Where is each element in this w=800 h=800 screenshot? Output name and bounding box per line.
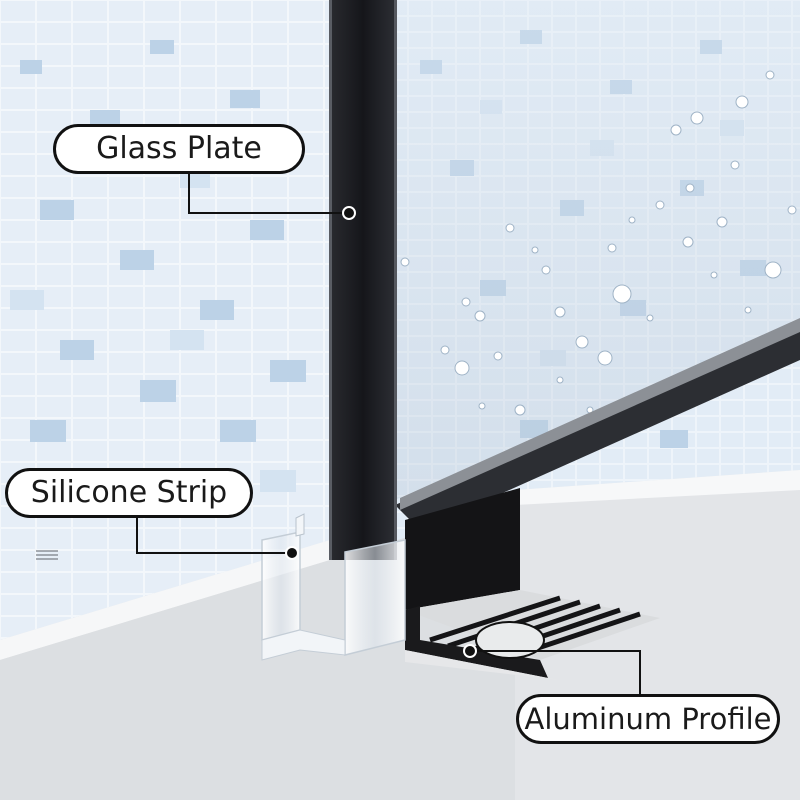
silicone-strip-leader [136,518,292,554]
silicone-strip-pointer-dot [285,546,299,560]
aluminum-profile-label: Aluminum Profile [524,701,772,736]
glass-plate-leader [188,174,348,214]
leader-lines [136,174,641,694]
aluminum-profile-graphic [395,318,800,680]
silicone-strip-graphic [261,513,406,661]
glass-plate-label: Glass Plate [96,131,262,166]
water-droplets [400,70,797,416]
leader-dots [285,206,477,658]
silicone-strip-label: Silicone Strip [30,475,228,510]
aluminum-profile-pointer-dot [463,644,477,658]
aluminum-profile-callout: Aluminum Profile [516,694,780,744]
glass-plate-pointer-dot [342,206,356,220]
glass-plate-callout: Glass Plate [53,124,305,174]
aluminum-profile-leader [470,650,641,694]
silicone-strip-callout: Silicone Strip [5,468,253,518]
glass-plate-edge [329,0,397,560]
glass-panel [395,0,800,500]
